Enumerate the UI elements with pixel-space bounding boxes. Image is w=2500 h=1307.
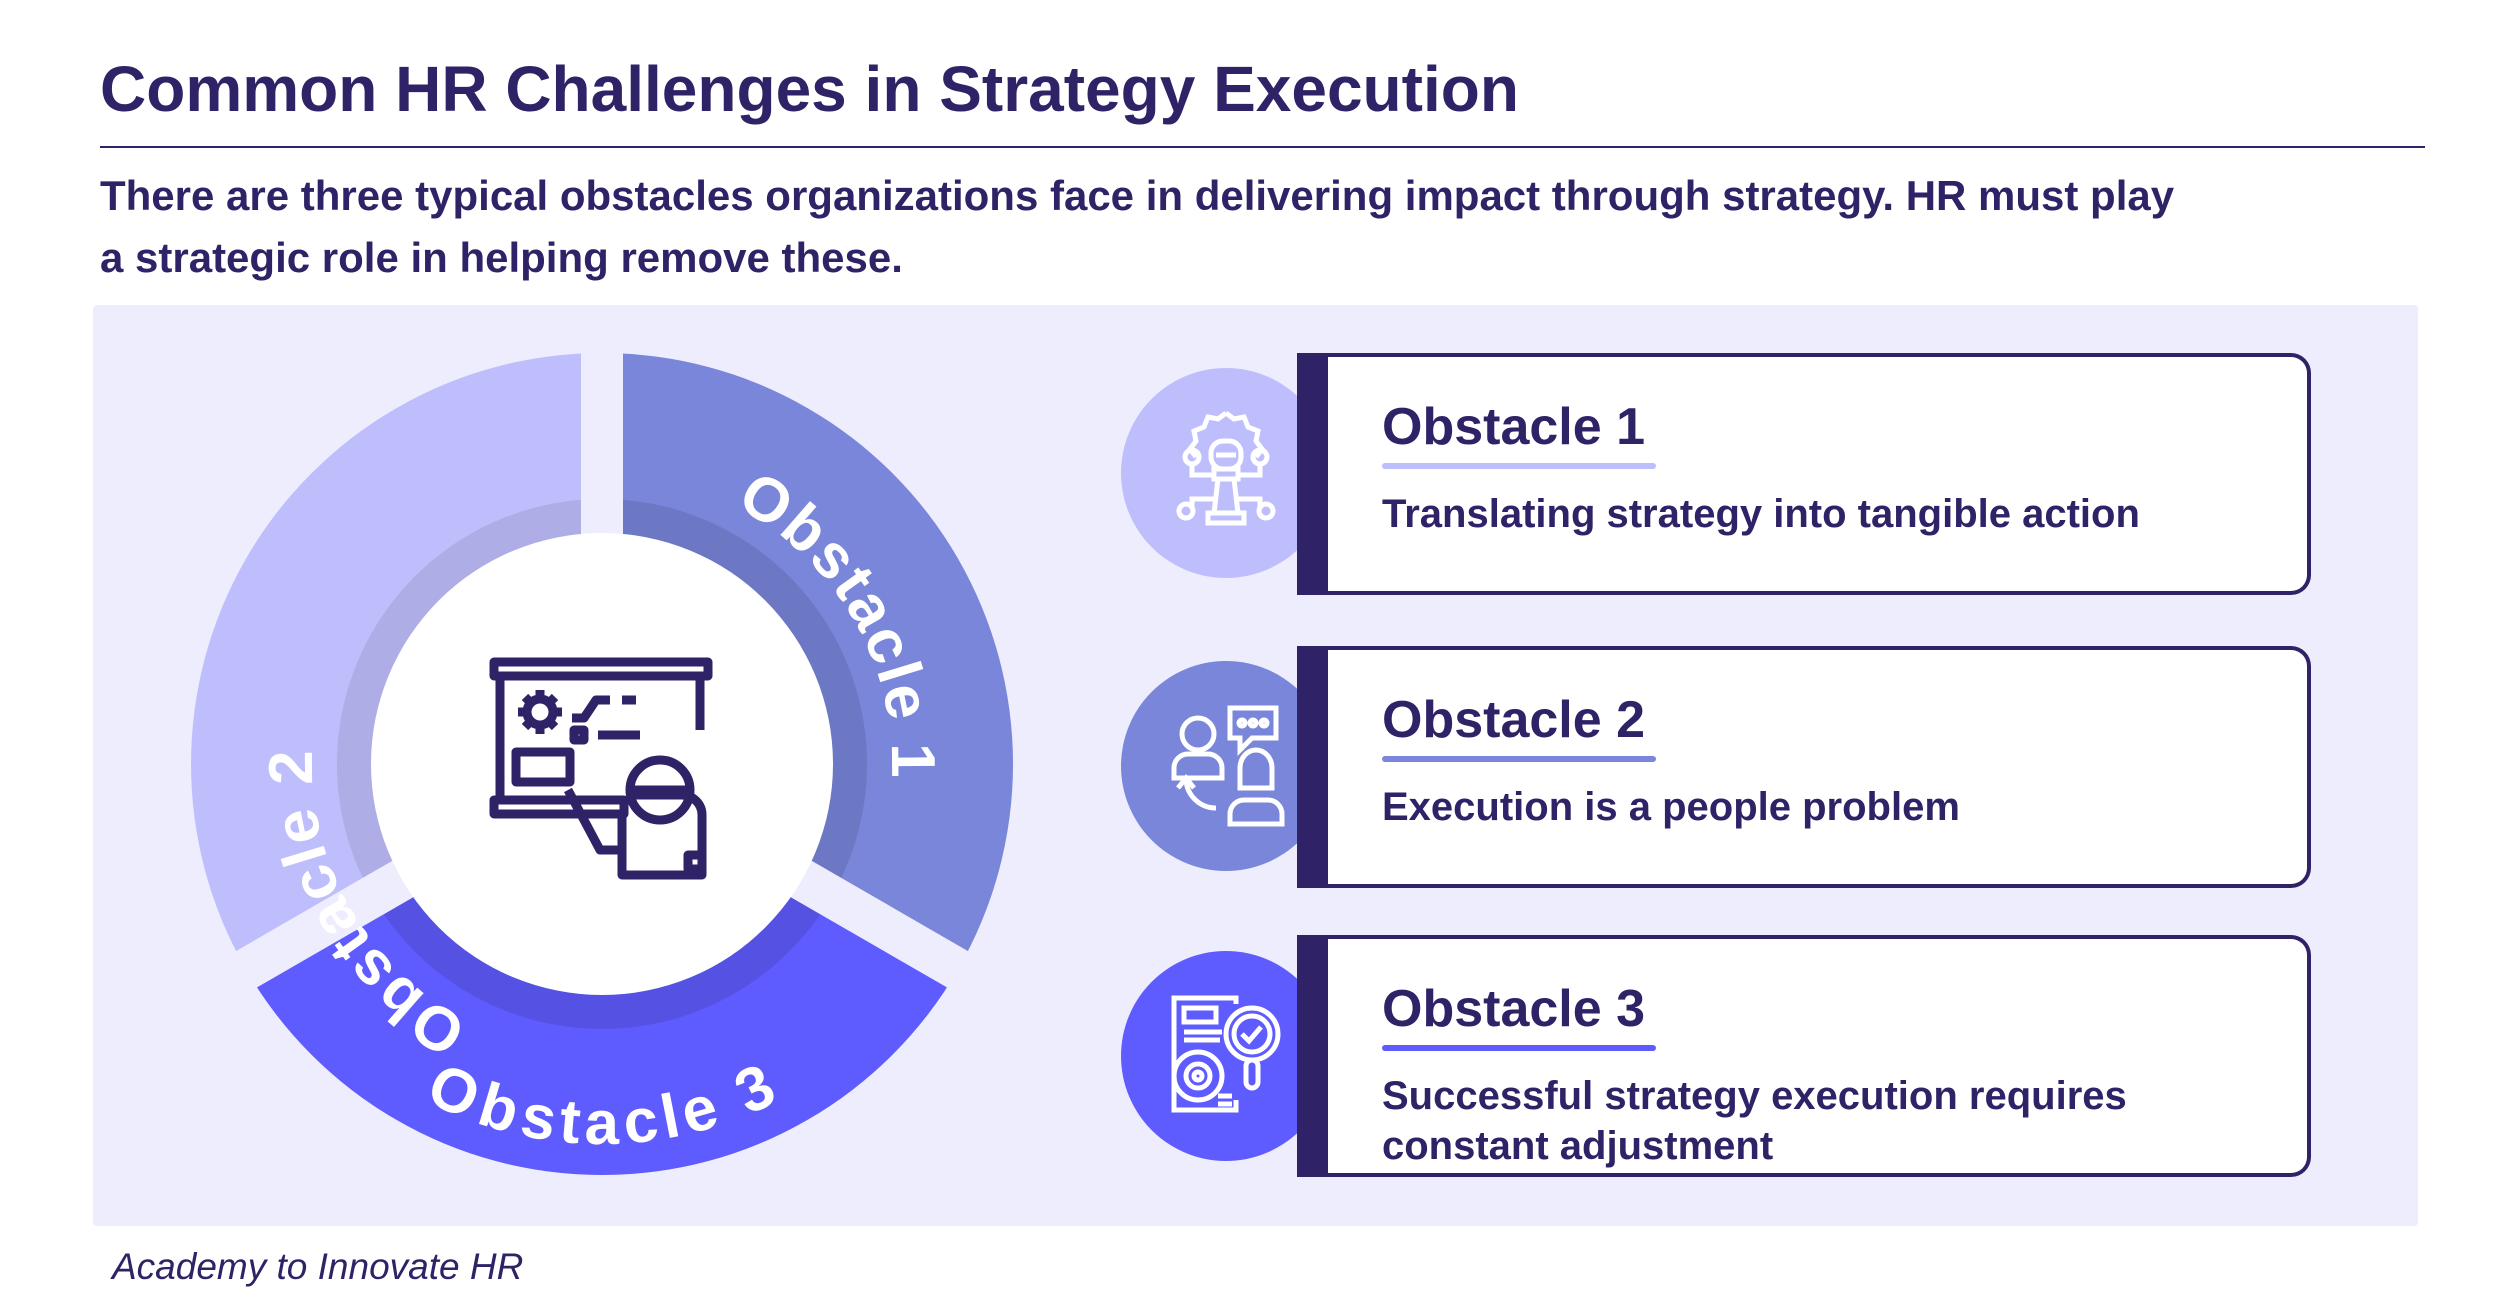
obstacle-title: Obstacle 3: [1382, 980, 1646, 1038]
obstacle-1-icon-circle: [1121, 368, 1331, 578]
subtitle-line: a strategic role in helping remove these…: [100, 234, 903, 281]
obstacle-title: Obstacle 2: [1382, 691, 1646, 749]
obstacle-description: Execution is a people problem: [1382, 785, 1960, 829]
title-underline: [1382, 1045, 1656, 1051]
obstacle-card-1: Obstacle 1 Translating strategy into tan…: [1297, 353, 2311, 595]
title-divider: [100, 146, 2425, 148]
title-underline: [1382, 463, 1656, 469]
people-conversation-icon: [1171, 705, 1285, 827]
source-credit: Academy to Innovate HR: [112, 1246, 524, 1287]
strategy-chess-gear-icon: [1176, 411, 1276, 526]
wheel-center: [371, 533, 833, 995]
title-underline: [1382, 756, 1656, 762]
wheel-band-obstacle-3: [372, 864, 832, 1029]
subtitle: There are three typical obstacles organi…: [100, 165, 2174, 289]
subtitle-line: There are three typical obstacles organi…: [100, 172, 2175, 219]
obstacle-card-2: Obstacle 2 Execution is a people problem: [1297, 646, 2311, 888]
obstacle-title: Obstacle 1: [1382, 398, 1646, 456]
obstacle-description: Successful strategy execution requires c…: [1382, 1074, 2127, 1168]
obstacle-3-icon-circle: [1121, 951, 1331, 1161]
obstacle-2-icon-circle: [1121, 661, 1331, 871]
page-title: Common HR Challenges in Strategy Executi…: [100, 53, 1519, 125]
obstacle-card-3: Obstacle 3 Successful strategy execution…: [1297, 935, 2311, 1177]
presenter-board-icon: [489, 657, 713, 880]
obstacle-description: Translating strategy into tangible actio…: [1382, 492, 2140, 536]
document-gear-magnifier-icon: [1171, 995, 1281, 1113]
